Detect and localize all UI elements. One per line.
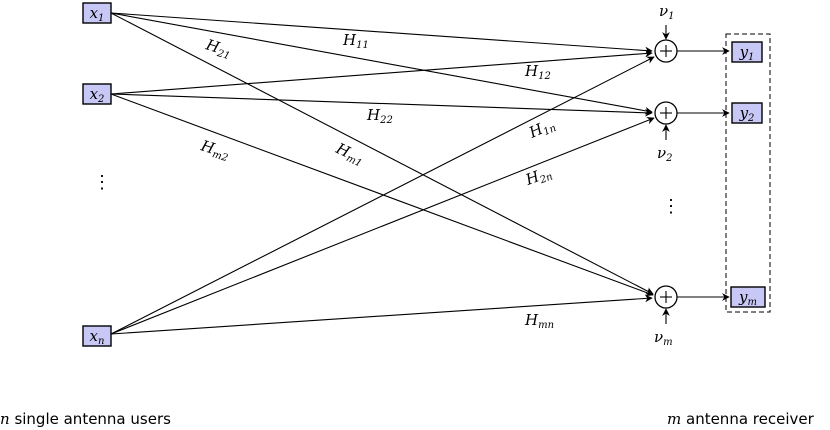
edge-x2-summ bbox=[110, 93, 654, 297]
input-label-base: x bbox=[90, 327, 99, 345]
output-node-y1: y1 bbox=[731, 41, 763, 63]
edge-x1-sum2 bbox=[110, 12, 653, 115]
edge-xn-sum2 bbox=[110, 116, 655, 335]
output-node-ym: ym bbox=[730, 286, 766, 308]
sum-ellipsis: ⋮ bbox=[662, 196, 680, 217]
sum-node-m bbox=[654, 285, 678, 309]
receiver-caption: m antenna receiver bbox=[667, 410, 815, 428]
edge-x2-sum2 bbox=[110, 93, 653, 117]
noise-label-base: ν bbox=[659, 2, 668, 20]
output-label-base: y bbox=[738, 288, 748, 306]
edge-xn-summ bbox=[110, 294, 653, 335]
channel-label-hm1: Hm1 bbox=[332, 139, 368, 170]
noise-label-m: νm bbox=[654, 328, 673, 348]
output-label-sub: m bbox=[748, 297, 757, 308]
noise-label-sub: 2 bbox=[665, 153, 672, 164]
svg-text:y1: y1 bbox=[739, 43, 755, 63]
svg-text:ym: ym bbox=[738, 288, 757, 308]
input-label-sub: 1 bbox=[98, 13, 104, 24]
output-label-sub: 2 bbox=[747, 113, 754, 124]
input-node-x1: x1 bbox=[82, 2, 112, 24]
receiver-caption-var: m bbox=[667, 410, 681, 428]
svg-text:x2: x2 bbox=[90, 85, 105, 105]
svg-text:xn: xn bbox=[90, 327, 105, 347]
input-ellipsis: ⋮ bbox=[93, 172, 111, 193]
input-label-sub: n bbox=[98, 336, 104, 347]
receiver-group-box bbox=[725, 33, 771, 313]
channel-label-h11: H11 bbox=[342, 31, 369, 51]
edge-x1-summ bbox=[110, 12, 654, 295]
channel-label-hm2: Hm2 bbox=[197, 136, 231, 164]
edge-xn-sum1 bbox=[110, 56, 655, 335]
noise-label-2: ν2 bbox=[657, 144, 673, 164]
noise-label-1: ν1 bbox=[659, 2, 675, 22]
input-node-x2: x2 bbox=[82, 83, 112, 105]
svg-text:x1: x1 bbox=[90, 4, 105, 24]
users-caption-var: n bbox=[0, 410, 10, 428]
channel-label-h12: H12 bbox=[524, 62, 551, 82]
output-node-y2: y2 bbox=[731, 102, 763, 124]
receiver-caption-text: antenna receiver bbox=[681, 410, 814, 428]
output-label-base: y bbox=[739, 104, 749, 122]
input-node-xn: xn bbox=[82, 325, 112, 347]
noise-label-base: ν bbox=[657, 144, 666, 162]
input-label-sub: 2 bbox=[97, 94, 104, 105]
input-label-base: x bbox=[90, 4, 99, 22]
channel-edges bbox=[110, 12, 655, 335]
channel-label-h21: H21 bbox=[202, 35, 234, 62]
noise-label-sub: m bbox=[663, 337, 672, 348]
users-caption-text: single antenna users bbox=[10, 410, 171, 428]
channel-label-h1n: H1n bbox=[525, 115, 558, 144]
sum-node-2 bbox=[654, 101, 678, 125]
edge-x1-sum1 bbox=[110, 12, 653, 55]
channel-label-hmn: Hmn bbox=[524, 311, 554, 331]
svg-text:y2: y2 bbox=[739, 104, 755, 124]
output-label-base: y bbox=[739, 43, 749, 61]
users-caption: n single antenna users bbox=[0, 410, 171, 428]
channel-label-h22: H22 bbox=[366, 106, 393, 126]
edge-x2-sum1 bbox=[110, 49, 653, 95]
input-label-base: x bbox=[90, 85, 99, 103]
noise-label-sub: 1 bbox=[668, 11, 674, 22]
sum-node-1 bbox=[654, 39, 678, 63]
noise-label-base: ν bbox=[654, 328, 663, 346]
output-label-sub: 1 bbox=[748, 52, 754, 63]
channel-label-h2n: H2n bbox=[522, 163, 554, 191]
